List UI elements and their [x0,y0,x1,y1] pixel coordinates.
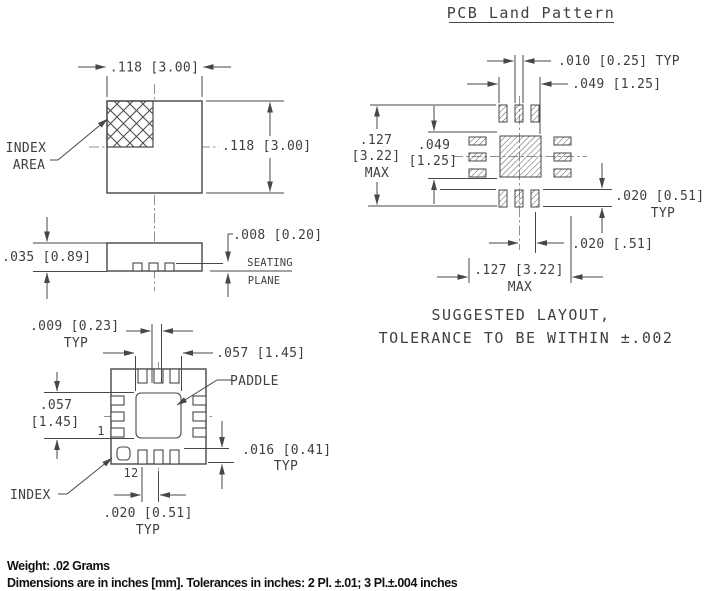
pattern-width-dimension [437,216,603,283]
paddle-width-dimension [103,350,213,391]
land-pattern-title: PCB Land Pattern [447,4,616,22]
lead-pitch-typ-text: TYP [136,523,160,538]
pattern-height-dimension-line2: [3.22] [352,149,401,164]
center-pad [499,135,542,178]
pad-row-span-dimension-text: .049 [1.25] [572,77,661,92]
index-area-label-line1: INDEX [6,141,47,156]
pad-pitch-dimension [489,212,564,253]
thermal-paddle [135,392,182,439]
pad-row-span-dimension [467,77,568,134]
tolerance-note: Dimensions are in inches [mm]. Tolerance… [7,576,458,590]
lead-width-dimension-text: .009 [0.23] [30,319,119,334]
seating-plane-label-line1: SEATING [247,257,293,269]
paddle-width-dimension-text: .057 [1.45] [216,346,305,361]
lead-thickness-dimension-text: .008 [0.20] [233,228,322,243]
pad-length-dimension [543,163,612,233]
paddle-leader [176,379,232,406]
pattern-width-dimension-line1: .127 [3.22] [474,263,563,278]
paddle-height-dimension [44,372,134,459]
paddle-height-dimension-line1: .057 [40,398,73,413]
top-width-dimension [78,64,231,97]
lead-pitch-dimension [114,467,186,502]
footer-notes: Weight: .02 Grams Dimensions are in inch… [7,559,458,590]
bottom-view-leads [110,368,207,465]
lead-width-typ-text: TYP [64,336,88,351]
side-view: .035 [0.89] .008 [0.20] SEATING PLANE [2,213,322,299]
pad-width-dimension [487,55,551,103]
land-pattern: PCB Land Pattern .010 [0. [352,4,704,347]
pin1-number: 1 [97,424,105,438]
lead-thickness-dimension [176,233,292,297]
index-area-hatch [106,100,154,148]
index-label: INDEX [10,488,51,503]
pin12-number: 12 [123,466,138,480]
pin1-index-mark [116,446,131,461]
lead-pitch-dimension-text: .020 [0.51] [103,506,192,521]
center-pad-dimension-line1: .049 [418,138,451,153]
pattern-width-dimension-line2: MAX [508,280,532,295]
pattern-height-dimension-line1: .127 [360,133,393,148]
center-pad-dimension [428,106,497,204]
land-pattern-pads [468,104,572,208]
paddle-height-dimension-line2: [1.45] [31,415,80,430]
lead-width-dimension [126,324,193,383]
index-area-label-line2: AREA [13,158,46,173]
center-pad-dimension-line2: [1.25] [409,154,458,169]
pattern-height-dimension [368,104,497,207]
lead-length-dimension [184,421,234,489]
pad-width-dimension-text: .010 [0.25] TYP [558,54,680,69]
index-leader [58,457,113,495]
weight-note: Weight: .02 Grams [7,559,110,573]
index-area-leader [50,118,108,161]
side-leads [132,262,175,272]
top-width-dimension-text: .118 [3.00] [110,61,199,76]
layout-note-line2: TOLERANCE TO BE WITHIN ±.002 [379,329,674,347]
pad-length-typ-text: TYP [651,206,675,221]
pad-pitch-dimension-text: .020 [.51] [572,237,653,252]
layout-note-line1: SUGGESTED LAYOUT, [431,306,610,324]
top-height-dimension-text: .118 [3.00] [222,139,311,154]
seating-plane-label-line2: PLANE [248,275,281,287]
top-height-dimension [206,100,284,194]
side-height-dimension [33,217,107,299]
paddle-label: PADDLE [230,374,279,389]
pattern-height-dimension-line3: MAX [365,166,389,181]
lead-length-typ-text: TYP [274,459,298,474]
side-height-dimension-text: .035 [0.89] [2,250,91,265]
pad-length-dimension-text: .020 [0.51] [615,189,704,204]
lead-length-dimension-text: .016 [0.41] [242,443,331,458]
bottom-view: .009 [0.23] TYP .057 [1.45] PADDLE .057 … [10,319,331,538]
top-view: .118 [3.00] .118 [3.00] INDEX AREA [6,61,311,212]
